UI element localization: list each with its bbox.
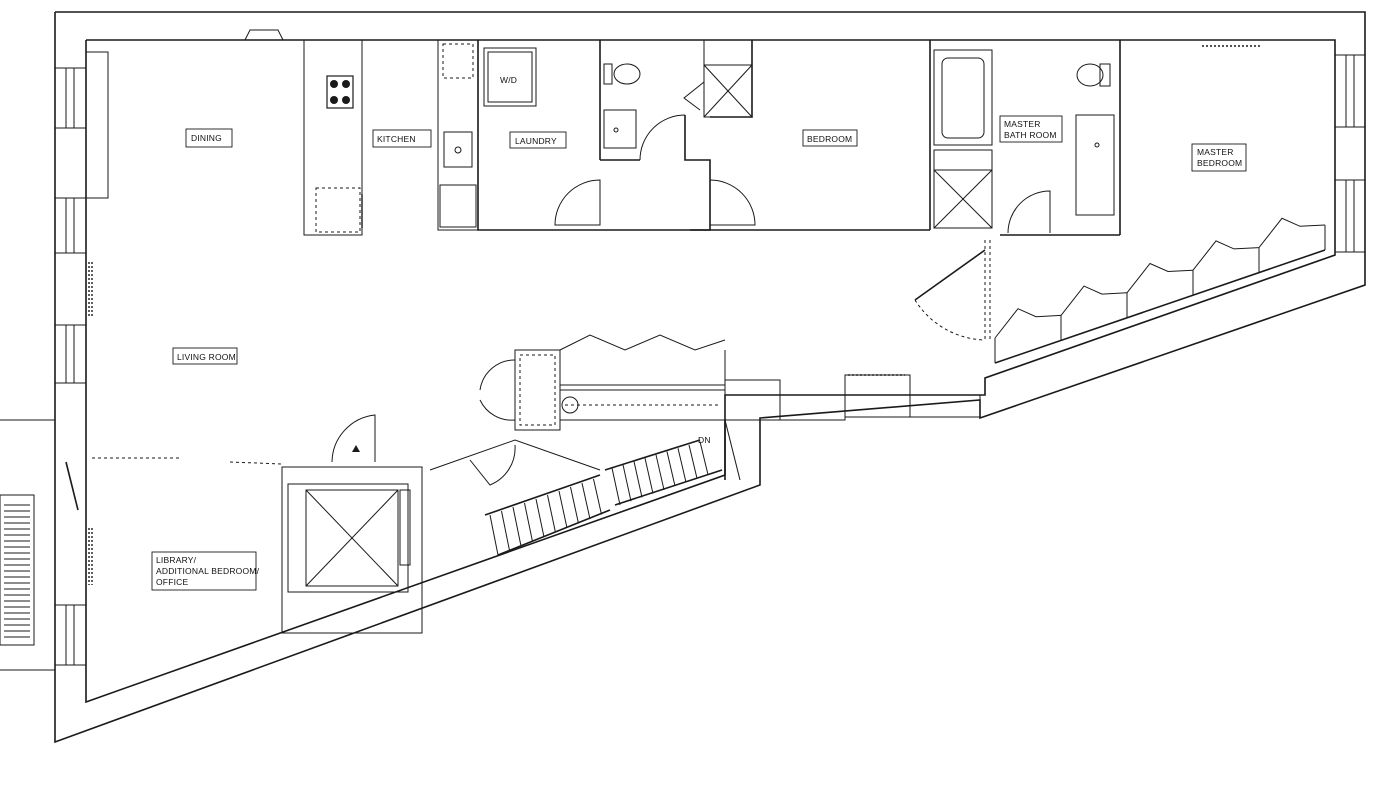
living-room-label: LIVING ROOM — [172, 347, 238, 365]
master-bath-label: MASTER BATH ROOM — [999, 115, 1063, 143]
svg-text:BEDROOM: BEDROOM — [1197, 158, 1242, 168]
right-windows — [1202, 45, 1366, 253]
elevator — [92, 414, 423, 634]
exterior-stair — [0, 494, 35, 646]
bedroom-area — [710, 40, 931, 230]
svg-text:BEDROOM: BEDROOM — [807, 134, 852, 144]
washer-dryer-label: W/D — [500, 75, 517, 85]
hall-bath — [554, 63, 930, 231]
laundry-area — [477, 40, 625, 231]
exterior-walls — [54, 11, 1366, 744]
bedroom-label: BEDROOM — [802, 129, 858, 147]
svg-text:MASTER: MASTER — [1197, 147, 1234, 157]
kitchen-area — [244, 29, 479, 236]
svg-text:ADDITIONAL BEDROOM/: ADDITIONAL BEDROOM/ — [156, 566, 260, 576]
master-bath — [933, 40, 1121, 236]
svg-text:W/D: W/D — [500, 75, 517, 85]
laundry-label: LAUNDRY — [509, 131, 567, 149]
master-corridor-door — [914, 240, 991, 341]
master-closets — [994, 217, 1326, 364]
cooktop-icon — [326, 75, 354, 109]
svg-text:DINING: DINING — [191, 133, 222, 143]
shower-1 — [683, 39, 753, 118]
master-bedroom-label: MASTER BEDROOM — [1191, 143, 1247, 172]
svg-text:KITCHEN: KITCHEN — [377, 134, 416, 144]
kitchen-label: KITCHEN — [372, 129, 432, 148]
svg-text:BATH ROOM: BATH ROOM — [1004, 130, 1057, 140]
library-label: LIBRARY/ ADDITIONAL BEDROOM/ OFFICE — [151, 551, 260, 591]
svg-text:LIBRARY/: LIBRARY/ — [156, 555, 197, 565]
stair-direction-label: DN — [698, 435, 711, 445]
main-stairs: DN — [429, 419, 741, 556]
svg-text:LAUNDRY: LAUNDRY — [515, 136, 557, 146]
central-closets — [479, 334, 981, 431]
dining-label: DINING — [185, 128, 233, 148]
svg-text:OFFICE: OFFICE — [156, 577, 188, 587]
svg-text:LIVING ROOM: LIVING ROOM — [177, 352, 236, 362]
left-windows — [0, 51, 109, 671]
svg-text:MASTER: MASTER — [1004, 119, 1041, 129]
room-labels: DINING KITCHEN W/D LAUNDRY BEDROOM MASTE… — [151, 75, 1247, 591]
